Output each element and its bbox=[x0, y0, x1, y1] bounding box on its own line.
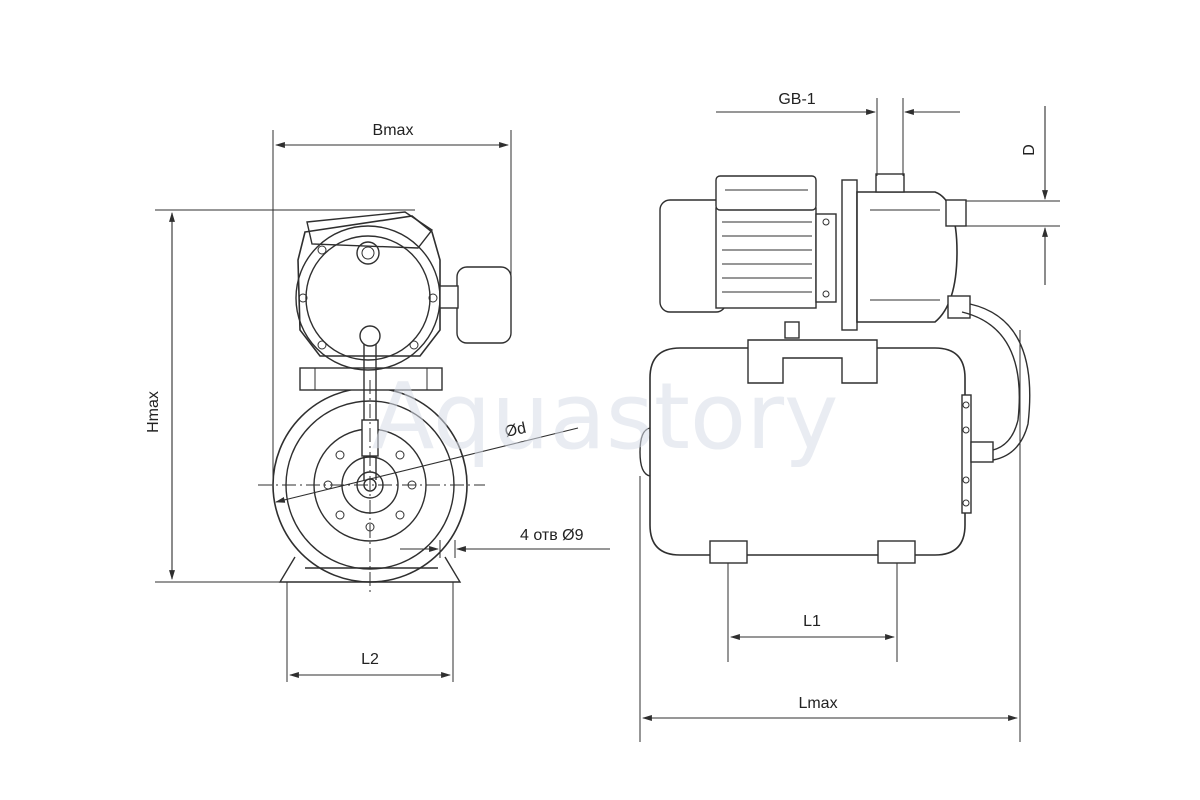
lmax-dimension: Lmax bbox=[639, 330, 1021, 742]
side-hose bbox=[961, 303, 1031, 461]
hmax-label: Hmax bbox=[145, 391, 162, 433]
gb1-dimension: GB-1 bbox=[716, 91, 960, 176]
side-pump-housing bbox=[841, 173, 971, 331]
lmax-label: Lmax bbox=[798, 695, 837, 712]
diameter-dimension: Ød bbox=[275, 420, 579, 503]
bmax-label: Bmax bbox=[373, 122, 414, 139]
side-view: GB-1 D L1 Lmax bbox=[639, 91, 1060, 742]
l1-dimension: L1 bbox=[727, 563, 898, 662]
watermark-text: Aquastory bbox=[372, 363, 839, 470]
front-view: Bmax Hmax Ød 4 отв Ø9 bbox=[145, 122, 610, 682]
d-label: D bbox=[1021, 144, 1038, 156]
front-hose bbox=[359, 325, 381, 480]
l2-label: L2 bbox=[361, 651, 379, 668]
bmax-dimension: Bmax bbox=[272, 122, 512, 485]
front-pump-head bbox=[295, 211, 512, 371]
holes-label: 4 отв Ø9 bbox=[520, 527, 584, 544]
side-saddle bbox=[747, 339, 878, 384]
side-motor bbox=[659, 175, 837, 339]
d-dimension: D bbox=[966, 106, 1060, 285]
gb1-label: GB-1 bbox=[778, 91, 815, 108]
od-label: Ød bbox=[503, 420, 527, 441]
holes-dimension: 4 отв Ø9 bbox=[400, 527, 610, 558]
l1-label: L1 bbox=[803, 613, 821, 630]
side-tank bbox=[639, 347, 994, 564]
hmax-dimension: Hmax bbox=[145, 209, 415, 583]
l2-dimension: L2 bbox=[286, 582, 454, 682]
